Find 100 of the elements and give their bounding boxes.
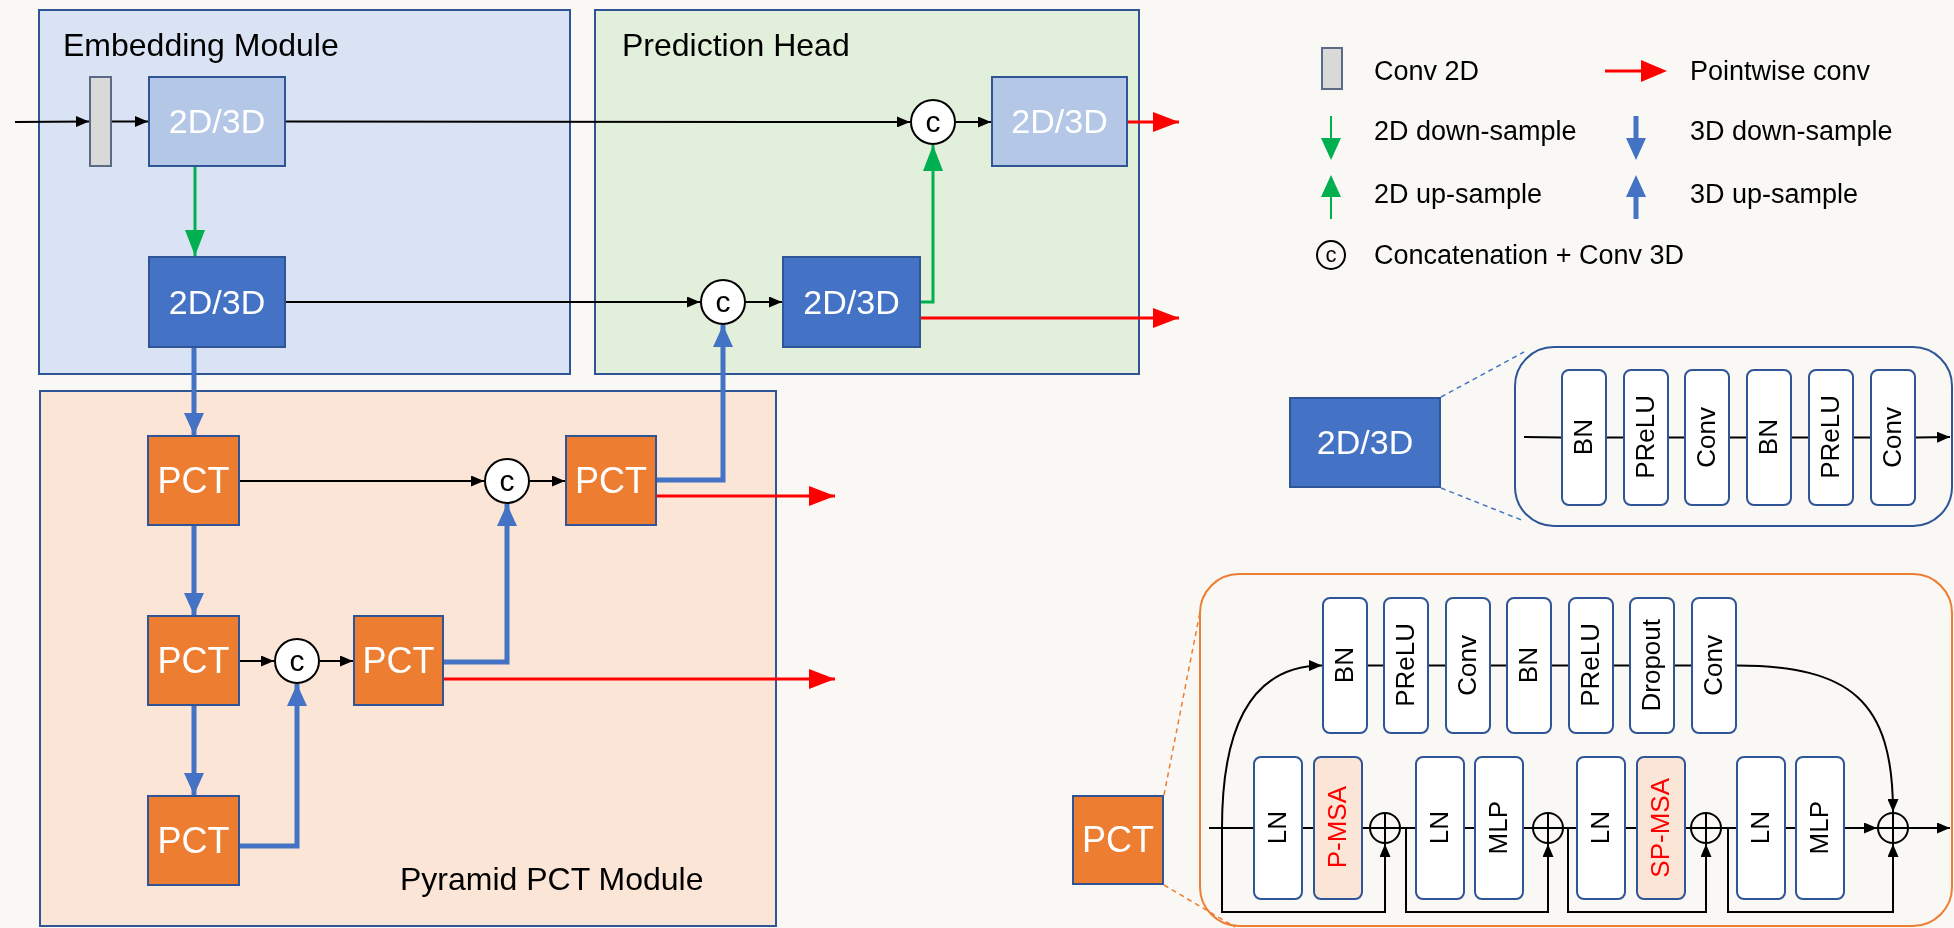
concat-circle xyxy=(274,638,320,684)
arrow xyxy=(1721,827,1899,913)
dashed-guide-line xyxy=(1163,884,1236,928)
layer-block xyxy=(1505,596,1552,734)
block-label: PCT xyxy=(362,639,435,682)
layer-block xyxy=(1745,368,1792,506)
module-panel xyxy=(594,9,1140,375)
connector-line xyxy=(1464,827,1475,829)
connector-line xyxy=(1302,827,1314,829)
block-label: Dropout xyxy=(1637,618,1666,712)
block-label: PCT xyxy=(1082,819,1154,861)
connector-line xyxy=(1685,827,1691,829)
block-label: c xyxy=(925,105,941,139)
layer-block xyxy=(1735,755,1786,900)
legend-label: 2D up-sample xyxy=(1374,178,1543,210)
module-title: Pyramid PCT Module xyxy=(400,860,704,898)
arrow xyxy=(1221,827,1391,913)
concat-circle xyxy=(910,99,956,145)
detail-panel xyxy=(1199,573,1953,927)
block-label: PCT xyxy=(157,459,230,502)
layer-block xyxy=(1869,368,1916,506)
pct-block xyxy=(565,435,657,526)
connector-line xyxy=(1668,436,1685,439)
legend-label: 3D down-sample xyxy=(1690,115,1893,147)
concat-circle xyxy=(484,458,530,504)
arrow xyxy=(14,116,90,128)
block-label: c xyxy=(715,285,731,319)
module-panel xyxy=(39,390,777,927)
block-label: PReLU xyxy=(1576,623,1605,707)
detail-panel xyxy=(1514,346,1953,527)
block-label: P-MSA xyxy=(1323,786,1352,869)
legend-label: Conv 2D xyxy=(1374,55,1480,87)
layer-block xyxy=(1560,368,1607,506)
arrow xyxy=(185,167,205,256)
arrow xyxy=(1563,827,1712,913)
layer-block xyxy=(1567,596,1614,734)
process-block xyxy=(1289,397,1441,488)
arrow xyxy=(319,655,354,667)
legend-label: Concatenation + Conv 3D xyxy=(1374,239,1684,271)
sum-circle xyxy=(1689,811,1722,844)
block-label: 2D/3D xyxy=(168,282,266,322)
arrow xyxy=(285,296,701,308)
arrow xyxy=(529,475,566,487)
block-label: Conv xyxy=(1878,406,1907,468)
block-label: c xyxy=(499,464,515,498)
arrow xyxy=(111,116,149,127)
layer-block xyxy=(1635,755,1686,900)
process-block xyxy=(148,76,286,167)
block-label: Conv xyxy=(1453,634,1482,696)
module-panel xyxy=(38,9,571,375)
symbol-letter: c xyxy=(1325,244,1337,266)
conv-block xyxy=(89,76,112,167)
arrow xyxy=(239,655,275,667)
sum-circle xyxy=(1876,811,1909,844)
block-label: 2D/3D xyxy=(803,282,900,322)
connector-line xyxy=(1367,664,1384,667)
block-label: c xyxy=(289,644,305,678)
layer-block xyxy=(1628,596,1675,734)
arrow xyxy=(745,296,783,308)
connector-line xyxy=(1791,436,1809,439)
connector-line xyxy=(1551,664,1569,667)
concat-circle xyxy=(700,279,746,325)
block-label: MLP xyxy=(1484,800,1513,855)
connector-line xyxy=(1625,827,1637,829)
pct-block xyxy=(147,795,240,886)
layer-block xyxy=(1690,596,1737,734)
arrow xyxy=(239,475,485,487)
arrow xyxy=(1844,822,1878,834)
layer-block xyxy=(1794,755,1845,900)
sum-circle xyxy=(1531,811,1564,844)
layer-block xyxy=(1473,755,1524,900)
arrow xyxy=(240,684,307,849)
block-label: LN xyxy=(1586,810,1615,845)
block-label: SP-MSA xyxy=(1646,777,1675,878)
connector-line xyxy=(1428,664,1446,667)
legend-label: 2D down-sample xyxy=(1374,115,1577,147)
block-label: PCT xyxy=(575,459,647,502)
layer-block xyxy=(1622,368,1669,506)
arrow xyxy=(285,116,911,128)
block-label: 2D/3D xyxy=(1316,423,1414,462)
arrow xyxy=(1736,664,1899,813)
connector-line xyxy=(1785,827,1796,829)
process-block xyxy=(991,76,1128,167)
block-label: LN xyxy=(1263,810,1292,845)
connector-line xyxy=(1362,827,1370,829)
layer-block xyxy=(1321,596,1368,734)
block-label: PCT xyxy=(157,819,230,862)
block-label: PReLU xyxy=(1631,395,1660,479)
layer-block xyxy=(1444,596,1491,734)
legend-label: Pointwise conv xyxy=(1690,55,1871,87)
dashed-guide-line xyxy=(1163,611,1201,796)
block-label: Conv xyxy=(1692,406,1721,468)
block-label: 2D/3D xyxy=(1011,102,1108,141)
connector-line xyxy=(1674,664,1692,667)
pct-block xyxy=(147,435,240,526)
block-label: LN xyxy=(1425,810,1454,845)
process-block xyxy=(148,256,286,348)
block-label: BN xyxy=(1514,646,1543,684)
arrow xyxy=(184,348,204,435)
arrow xyxy=(657,486,835,506)
